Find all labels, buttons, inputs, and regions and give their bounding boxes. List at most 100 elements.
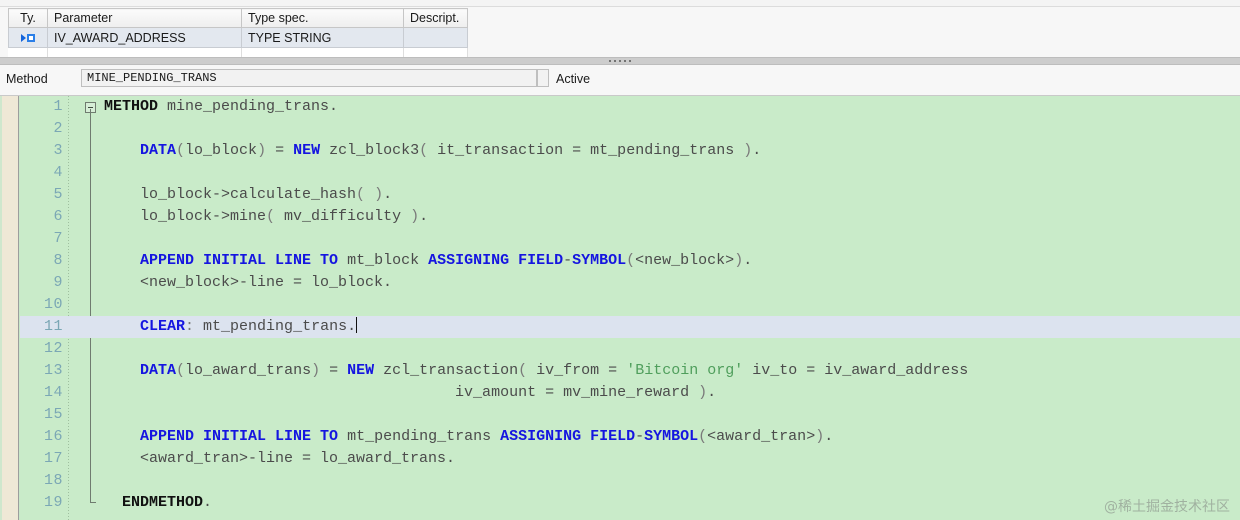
code-token: . xyxy=(743,252,753,269)
code-token xyxy=(104,428,140,445)
code-line[interactable]: 14 iv_amount = mv_mine_reward ). xyxy=(20,382,1240,404)
code-token: . xyxy=(383,186,393,203)
code-token: - xyxy=(635,428,645,445)
importing-parameter-icon xyxy=(21,33,35,42)
code-token: iv_amount = mv_mine_reward xyxy=(104,384,699,401)
editor-left-edge xyxy=(0,96,2,520)
parameter-table[interactable]: Ty. Parameter Type spec. Descript. IV_AW… xyxy=(8,8,468,59)
code-token: 'Bitcoin org' xyxy=(626,362,744,379)
code-token: ( xyxy=(698,428,708,445)
line-number: 12 xyxy=(43,340,63,357)
cell-parameter-name[interactable]: IV_AWARD_ADDRESS xyxy=(47,27,242,48)
code-text[interactable]: APPEND INITIAL LINE TO mt_pending_trans … xyxy=(104,426,833,448)
method-bar-divider xyxy=(0,95,1240,96)
code-line[interactable]: 5 lo_block->calculate_hash( ). xyxy=(20,184,1240,206)
column-header-type[interactable]: Ty. xyxy=(8,8,48,28)
column-header-description[interactable]: Descript. xyxy=(403,8,468,28)
code-text[interactable]: <award_tran>-line = lo_award_trans. xyxy=(104,448,455,470)
code-token: ) xyxy=(257,142,267,159)
code-token: APPEND INITIAL LINE TO xyxy=(140,252,339,269)
code-line[interactable]: 11 CLEAR: mt_pending_trans. xyxy=(20,316,1240,338)
code-line[interactable]: 13 DATA(lo_award_trans) = NEW zcl_transa… xyxy=(20,360,1240,382)
code-token: . xyxy=(707,384,717,401)
code-text[interactable]: iv_amount = mv_mine_reward ). xyxy=(104,382,716,404)
code-token: <new_block>-line = lo_block. xyxy=(104,274,393,291)
code-token: . xyxy=(419,208,429,225)
code-text[interactable]: METHOD mine_pending_trans. xyxy=(104,96,338,118)
panel-top-divider xyxy=(0,0,1240,7)
line-number: 10 xyxy=(43,296,63,313)
code-line[interactable]: 6 lo_block->mine( mv_difficulty ). xyxy=(20,206,1240,228)
code-token: iv_to = iv_award_address xyxy=(743,362,969,379)
code-line[interactable]: 19 ENDMETHOD. xyxy=(20,492,1240,514)
code-token: ( xyxy=(518,362,528,379)
line-number: 14 xyxy=(43,384,63,401)
code-text[interactable]: lo_block->mine( mv_difficulty ). xyxy=(104,206,428,228)
code-token: ) xyxy=(698,384,708,401)
code-text[interactable]: <new_block>-line = lo_block. xyxy=(104,272,392,294)
line-number: 3 xyxy=(53,142,63,159)
code-line[interactable]: 3 DATA(lo_block) = NEW zcl_block3( it_tr… xyxy=(20,140,1240,162)
code-text[interactable]: ENDMETHOD. xyxy=(104,492,212,514)
code-line[interactable]: 7 xyxy=(20,228,1240,250)
code-line[interactable]: 4 xyxy=(20,162,1240,184)
code-text[interactable]: APPEND INITIAL LINE TO mt_block ASSIGNIN… xyxy=(104,250,752,272)
code-token: lo_block->calculate_hash xyxy=(104,186,357,203)
code-token: = xyxy=(320,362,348,379)
code-token: DATA xyxy=(140,142,177,159)
cell-type-spec[interactable]: TYPE STRING xyxy=(241,27,404,48)
panel-splitter[interactable] xyxy=(0,57,1240,65)
method-status-indicator[interactable] xyxy=(537,69,549,87)
gutter-separator xyxy=(68,96,69,520)
editor-marker-bar[interactable] xyxy=(2,96,19,520)
table-empty-row[interactable] xyxy=(8,47,468,59)
code-text[interactable]: lo_block->calculate_hash( ). xyxy=(104,184,392,206)
method-toolbar: Method MINE_PENDING_TRANS Active xyxy=(0,65,1240,96)
code-token: ( xyxy=(176,142,186,159)
code-token: mt_pending_trans. xyxy=(194,318,357,335)
code-line[interactable]: 17 <award_tran>-line = lo_award_trans. xyxy=(20,448,1240,470)
code-token: ) xyxy=(311,362,321,379)
code-line[interactable]: 18 xyxy=(20,470,1240,492)
code-token: ) xyxy=(815,428,825,445)
line-number: 8 xyxy=(53,252,63,269)
line-number: 15 xyxy=(43,406,63,423)
code-token: ( xyxy=(626,252,636,269)
table-row[interactable]: IV_AWARD_ADDRESS TYPE STRING xyxy=(8,27,468,48)
code-token: . xyxy=(752,142,762,159)
method-name-field[interactable]: MINE_PENDING_TRANS xyxy=(81,69,537,87)
code-text[interactable]: CLEAR: mt_pending_trans. xyxy=(104,316,358,338)
fold-rail-foot xyxy=(90,502,96,503)
cell-type-icon[interactable] xyxy=(8,27,48,48)
code-token: ) xyxy=(410,208,420,225)
column-header-type-spec[interactable]: Type spec. xyxy=(241,8,404,28)
code-line[interactable]: 15 xyxy=(20,404,1240,426)
code-line[interactable]: 8 APPEND INITIAL LINE TO mt_block ASSIGN… xyxy=(20,250,1240,272)
code-token: it_transaction = mt_pending_trans xyxy=(428,142,744,159)
code-token: DATA xyxy=(140,362,177,379)
code-token: mine_pending_trans. xyxy=(158,98,339,115)
line-number: 7 xyxy=(53,230,63,247)
code-token: SYMBOL xyxy=(644,428,699,445)
code-text[interactable]: DATA(lo_block) = NEW zcl_block3( it_tran… xyxy=(104,140,761,162)
code-token xyxy=(104,318,140,335)
code-token: . xyxy=(203,494,213,511)
column-header-parameter[interactable]: Parameter xyxy=(47,8,242,28)
code-text[interactable]: DATA(lo_award_trans) = NEW zcl_transacti… xyxy=(104,360,968,382)
code-token: lo_block xyxy=(185,142,258,159)
cell-description[interactable] xyxy=(403,27,468,48)
code-token: METHOD xyxy=(104,98,159,115)
code-token: zcl_transaction xyxy=(374,362,519,379)
code-line[interactable]: 2 xyxy=(20,118,1240,140)
code-token: . xyxy=(824,428,834,445)
code-line[interactable]: 10 xyxy=(20,294,1240,316)
code-token: SYMBOL xyxy=(572,252,627,269)
code-line[interactable]: 16 APPEND INITIAL LINE TO mt_pending_tra… xyxy=(20,426,1240,448)
code-line[interactable]: 9 <new_block>-line = lo_block. xyxy=(20,272,1240,294)
line-number: 4 xyxy=(53,164,63,181)
code-line[interactable]: 12 xyxy=(20,338,1240,360)
